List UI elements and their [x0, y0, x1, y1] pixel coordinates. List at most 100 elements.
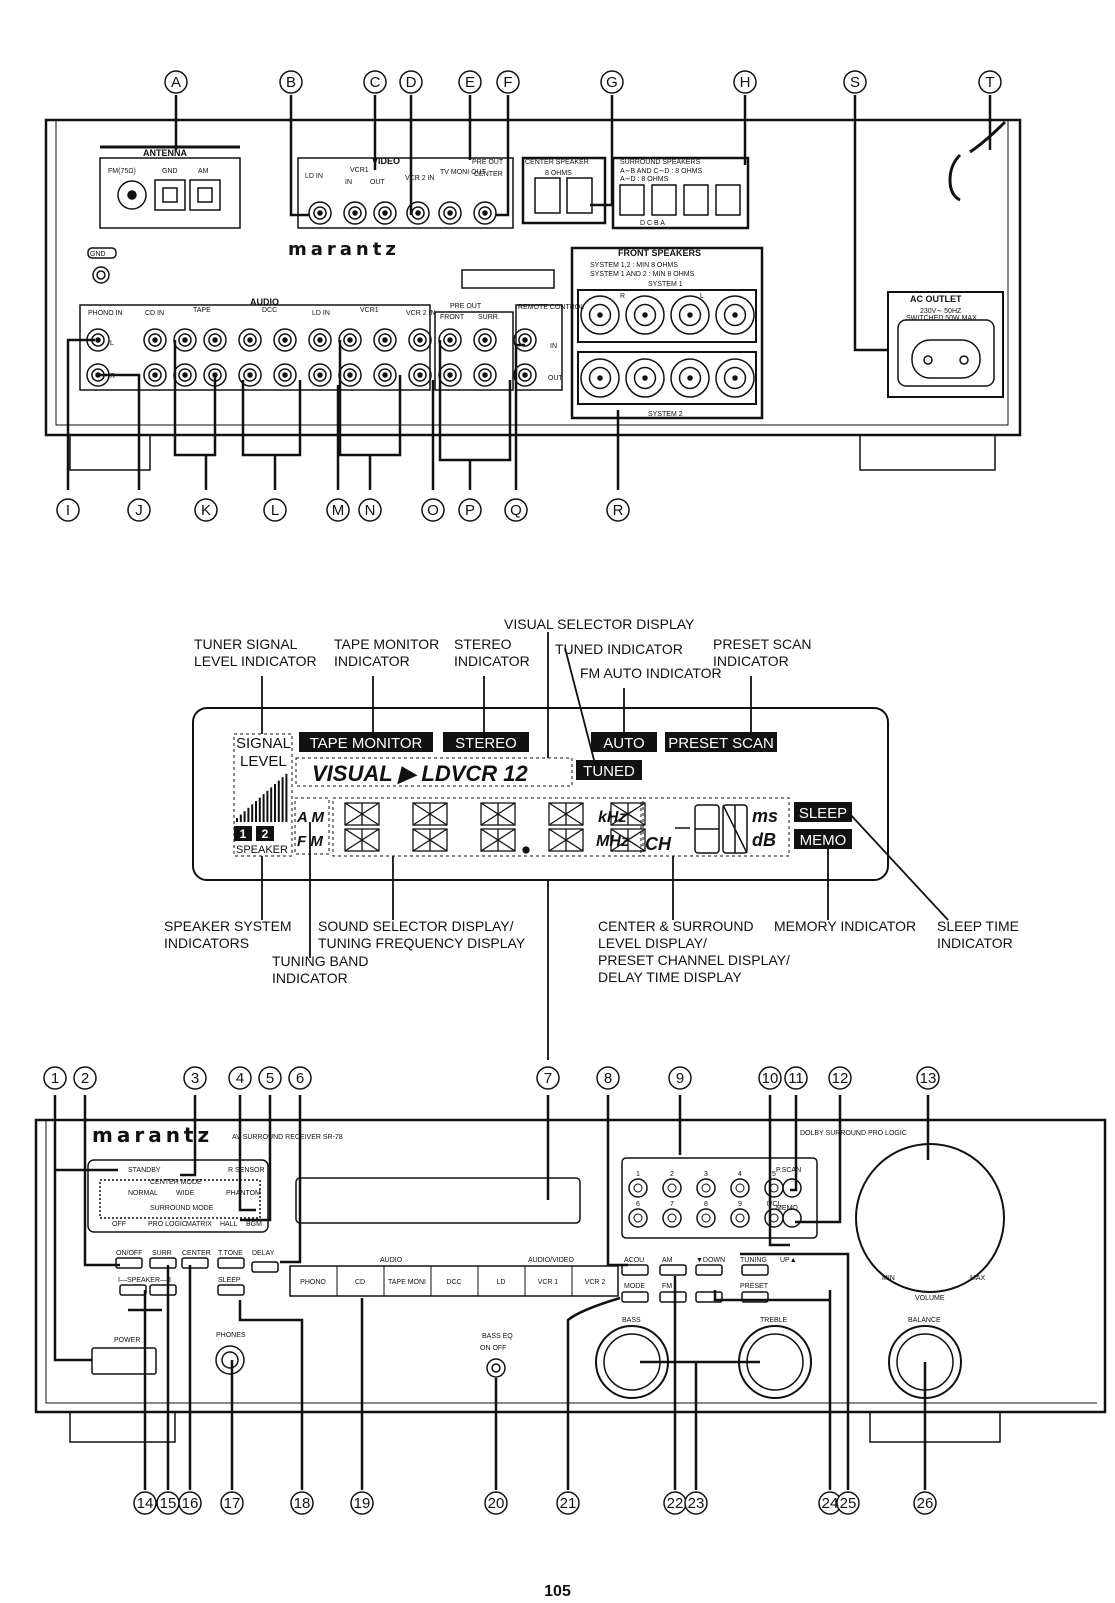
front-callout-21-text: 21: [560, 1495, 577, 1512]
bass-eq-label: BASS EQ: [482, 1333, 513, 1340]
rca-jack: [513, 328, 537, 352]
front-button[interactable]: [741, 1264, 769, 1276]
preout-front: FRONT: [440, 314, 465, 321]
preset-key[interactable]: [730, 1208, 750, 1228]
preset-key-label: 9: [738, 1201, 742, 1208]
rear-callout-l-text: L: [271, 502, 279, 519]
treble-label: TREBLE: [760, 1317, 788, 1324]
preset-key[interactable]: [662, 1208, 682, 1228]
front-button[interactable]: [695, 1291, 723, 1303]
signal-bar: [274, 784, 276, 822]
rca-jack: [373, 363, 397, 387]
front-callout-25-text: 25: [840, 1495, 857, 1512]
rear-callout-n-text: N: [365, 502, 376, 519]
tag-ms: ms: [752, 806, 778, 826]
rear-brand-logo: marantz: [288, 239, 400, 260]
center-mode-title: CENTER MODE: [150, 1179, 202, 1186]
center-speaker-title: CENTER SPEAKER: [525, 159, 589, 166]
front-callout-26: 26: [913, 1491, 937, 1515]
ac-line2: SWITCHED 50W MAX: [906, 315, 977, 322]
front-button[interactable]: [621, 1291, 649, 1303]
front-button[interactable]: [741, 1291, 769, 1303]
preset-key[interactable]: [628, 1178, 648, 1198]
mode-label: MODE: [624, 1283, 645, 1290]
audio-title: AUDIO: [250, 297, 279, 307]
preset-key[interactable]: [628, 1208, 648, 1228]
rear-leader-lines: [66, 95, 992, 490]
tag-stereo: STEREO: [455, 735, 517, 752]
front-button[interactable]: [149, 1257, 177, 1269]
label-visual-selector: VISUAL SELECTOR DISPLAY: [504, 616, 695, 632]
front-callout-26-text: 26: [917, 1495, 934, 1512]
rear-callout-p: P: [458, 498, 482, 522]
preout-center: CENTER: [474, 171, 503, 178]
up-label: UP▲: [780, 1257, 797, 1264]
signal-bar: [266, 790, 269, 822]
preset-label: PRESET: [740, 1283, 769, 1290]
center-phantom: PHANTOM: [226, 1190, 261, 1197]
bass-eq-onoff: ON OFF: [480, 1345, 506, 1352]
balance-label: BALANCE: [908, 1317, 941, 1324]
preset-key[interactable]: [696, 1178, 716, 1198]
tag-mhz: MHz: [596, 833, 629, 850]
preset-key[interactable]: [782, 1208, 802, 1228]
front-callout-3: 3: [183, 1066, 207, 1090]
preset-key[interactable]: [662, 1178, 682, 1198]
front-callout-18: 18: [290, 1491, 314, 1515]
front-callout-16-text: 16: [182, 1495, 199, 1512]
rear-callout-g: G: [600, 70, 624, 94]
front-callout-13: 13: [916, 1066, 940, 1090]
video-vcr1: VCR1: [350, 167, 369, 174]
preset-key[interactable]: [696, 1208, 716, 1228]
front-button[interactable]: [181, 1257, 209, 1269]
preset-key-label: 4: [738, 1171, 742, 1178]
front-standby: STANDBY: [128, 1167, 161, 1174]
signal-bar: [243, 811, 246, 822]
front-button[interactable]: [659, 1264, 687, 1276]
preset-key-label: 0/CL: [767, 1201, 782, 1208]
remote-in: IN: [550, 343, 557, 350]
rca-jack: [715, 358, 755, 398]
front-callout-2: 2: [73, 1066, 97, 1090]
rca-jack: [273, 363, 297, 387]
front-button[interactable]: [119, 1284, 147, 1296]
surround-mode-title: SURROUND MODE: [150, 1205, 214, 1212]
surr-pro-logic: PRO LOGIC: [148, 1221, 187, 1228]
preset-key[interactable]: [764, 1178, 784, 1198]
front-button[interactable]: [659, 1291, 687, 1303]
front-button[interactable]: [695, 1264, 723, 1276]
tag-memo: MEMO: [800, 832, 847, 849]
rca-jack: [143, 328, 167, 352]
front-button[interactable]: [621, 1264, 649, 1276]
rear-callout-s: S: [843, 70, 867, 94]
front-callout-12: 12: [828, 1066, 852, 1090]
front-sys2: SYSTEM 2: [648, 411, 683, 418]
display-frame: [192, 707, 889, 881]
front-callout-4-text: 4: [236, 1070, 244, 1087]
signal-bar: [277, 780, 280, 822]
page-number: 105: [544, 1583, 571, 1600]
rca-jack: [715, 295, 755, 335]
rear-panel: [44, 118, 1022, 471]
rca-jack: [308, 201, 332, 225]
tag-preset-scan: PRESET SCAN: [668, 735, 774, 752]
down-label: ▼DOWN: [696, 1257, 725, 1264]
front-button[interactable]: [217, 1257, 245, 1269]
segment-digit: [344, 828, 380, 852]
rca-jack: [473, 363, 497, 387]
preset-key[interactable]: [782, 1178, 802, 1198]
front-button[interactable]: [251, 1261, 279, 1273]
front-callout-23-text: 23: [688, 1495, 705, 1512]
antenna-title: ANTENNA: [143, 148, 187, 158]
video-title: VIDEO: [372, 156, 400, 166]
front-button[interactable]: [115, 1257, 143, 1269]
preset-key[interactable]: [730, 1178, 750, 1198]
segment-digit: [412, 828, 448, 852]
btn-surr: SURR: [152, 1250, 172, 1257]
front-button[interactable]: [217, 1284, 245, 1296]
front-button[interactable]: [149, 1284, 177, 1296]
rca-jack: [238, 328, 262, 352]
segment-digit: [610, 828, 646, 852]
